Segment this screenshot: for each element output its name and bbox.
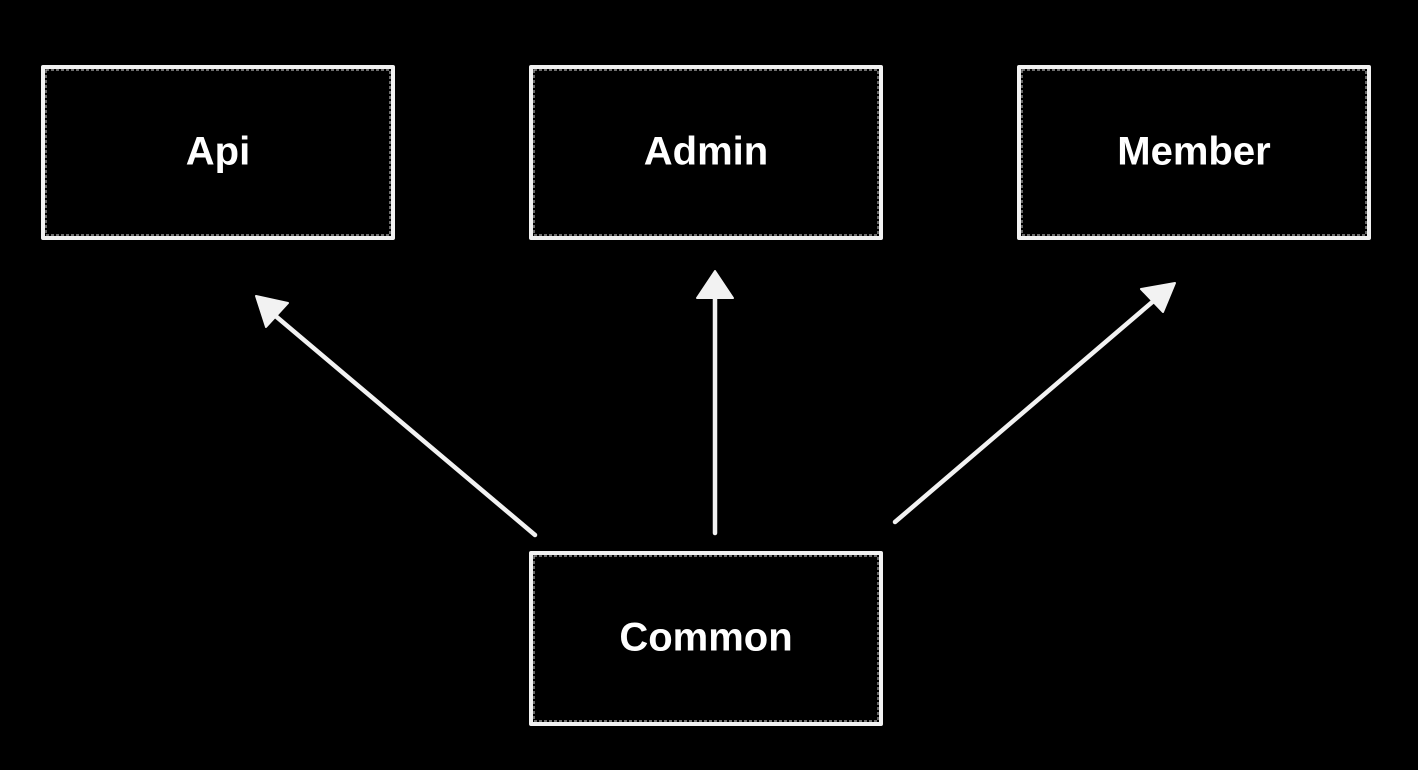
edge-common-to-api [255,295,538,538]
node-api[interactable]: Api [41,65,395,240]
node-member-box [1017,65,1371,240]
node-common-label: Common [619,616,792,660]
node-admin-label: Admin [644,130,768,174]
node-member-label: Member [1117,130,1270,174]
node-member-box-texture [1021,69,1367,236]
node-common-box [529,551,883,726]
node-common-box-texture [533,555,879,722]
node-member[interactable]: Member [1017,65,1371,240]
node-admin-box [529,65,883,240]
edge-common-to-api-arrowhead [255,295,289,328]
node-admin[interactable]: Admin [529,65,883,240]
edge-common-to-member-line [892,295,1160,525]
node-common[interactable]: Common [529,551,883,726]
edge-common-to-member [892,282,1176,525]
node-api-box [41,65,395,240]
edge-common-to-admin [696,270,734,536]
edge-common-to-api-line [269,310,538,538]
node-admin-box-texture [533,69,879,236]
node-api-label: Api [186,130,250,174]
edge-common-to-admin-arrowhead [696,270,734,299]
node-api-box-texture [45,69,391,236]
edge-common-to-member-arrowhead [1140,282,1176,313]
